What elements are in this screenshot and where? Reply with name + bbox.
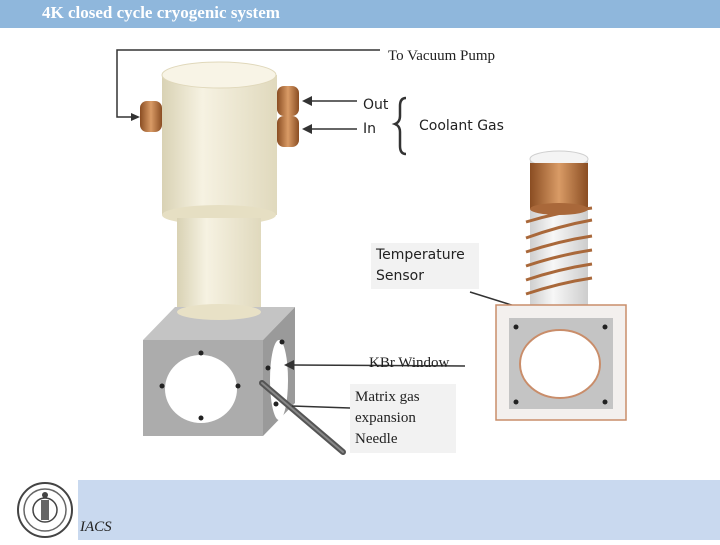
expansion-needle xyxy=(259,380,346,455)
temperature-sensor-label: Temperature Sensor xyxy=(371,243,479,289)
cryostat-head xyxy=(161,61,277,225)
out-label: Out xyxy=(363,97,389,113)
kbr-window-label: KBr Window xyxy=(369,355,450,371)
coolant-ports xyxy=(277,86,299,147)
vacuum-port xyxy=(140,101,162,132)
kbr-pointer xyxy=(291,364,466,367)
slide-title: 4K closed cycle cryogenic system xyxy=(42,3,280,22)
iacs-logo xyxy=(12,480,78,540)
header-bar xyxy=(0,0,720,28)
seal-icon xyxy=(17,482,73,538)
coolant-brace xyxy=(391,96,407,156)
footer-edge xyxy=(0,480,12,540)
sample-holder-tube xyxy=(529,150,589,321)
in-label: In xyxy=(363,121,377,137)
coolant-arrows xyxy=(302,96,357,134)
coolant-gas-label: Coolant Gas xyxy=(419,118,504,134)
coil-icon xyxy=(525,206,593,296)
needle-label: Matrix gas expansion Needle xyxy=(350,384,456,453)
footer-bar xyxy=(0,480,720,540)
front-plate xyxy=(495,304,627,421)
sample-block xyxy=(143,304,295,436)
vacuum-pump-label: To Vacuum Pump xyxy=(388,48,496,64)
vacuum-line xyxy=(116,49,380,121)
footer-label: IACS xyxy=(80,519,112,535)
